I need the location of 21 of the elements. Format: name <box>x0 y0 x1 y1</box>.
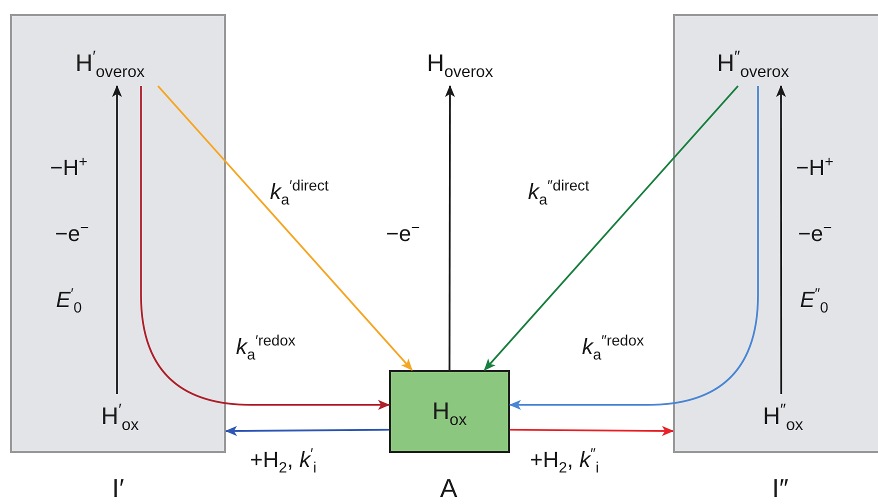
reaction-label: −e$^{−}$ <box>798 222 832 246</box>
arrow <box>444 85 455 370</box>
arrow <box>510 426 674 436</box>
state-caption: A <box>440 474 458 503</box>
arrow <box>112 85 122 394</box>
state-label: H$_{overox}$ <box>410 42 510 86</box>
edge-label: −e$^{−}$ <box>386 222 420 246</box>
arrow <box>225 426 389 436</box>
state-panel <box>10 14 226 453</box>
state-caption: I′ <box>112 474 124 503</box>
reaction-label: −H$^{+}$ <box>796 156 834 180</box>
arrow <box>484 85 739 371</box>
reaction-label: −e$^{−}$ <box>55 222 89 246</box>
reaction-label: −H$^{+}$ <box>50 156 88 180</box>
state-box: H$_{ox}$ <box>389 370 510 453</box>
state-panel <box>673 14 878 453</box>
arrow <box>776 85 786 394</box>
arrow <box>140 86 390 410</box>
arrow <box>509 86 759 410</box>
state-caption: I″ <box>772 474 788 503</box>
arrow <box>157 85 413 371</box>
